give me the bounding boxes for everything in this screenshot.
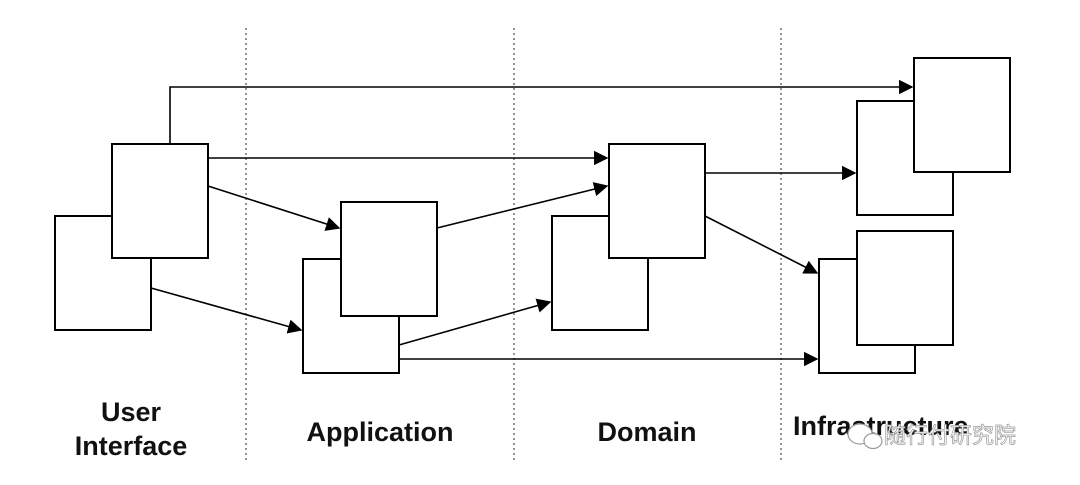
layer-label-user-interface-line1: User: [101, 397, 162, 427]
layer-label-application: Application: [307, 417, 454, 447]
arrow-ui-to-infrastructure-upper: [169, 79, 914, 144]
infrastructure-object-lower-front: [856, 230, 954, 346]
application-object-front: [340, 201, 438, 317]
arrow-domain-to-infrastructure-lower: [704, 215, 819, 274]
arrow-ui-back-to-application-back: [150, 287, 303, 334]
domain-object-front: [608, 143, 706, 259]
arrow-application-to-domain-front: [436, 182, 609, 229]
ui-object-front: [111, 143, 209, 259]
layer-label-user-interface-line2: Interface: [75, 431, 188, 461]
watermark-text: 随行付研究院: [884, 424, 1016, 449]
layer-label-domain: Domain: [597, 417, 696, 447]
arrow-ui-to-application-front: [207, 185, 341, 231]
watermark: 随行付研究院: [847, 423, 1016, 450]
infrastructure-object-upper-front: [913, 57, 1011, 173]
wechat-icon: [847, 423, 883, 450]
layer-label-infrastructure: Infrastructure: [793, 411, 969, 441]
arrow-application-back-to-domain-back: [398, 298, 552, 346]
